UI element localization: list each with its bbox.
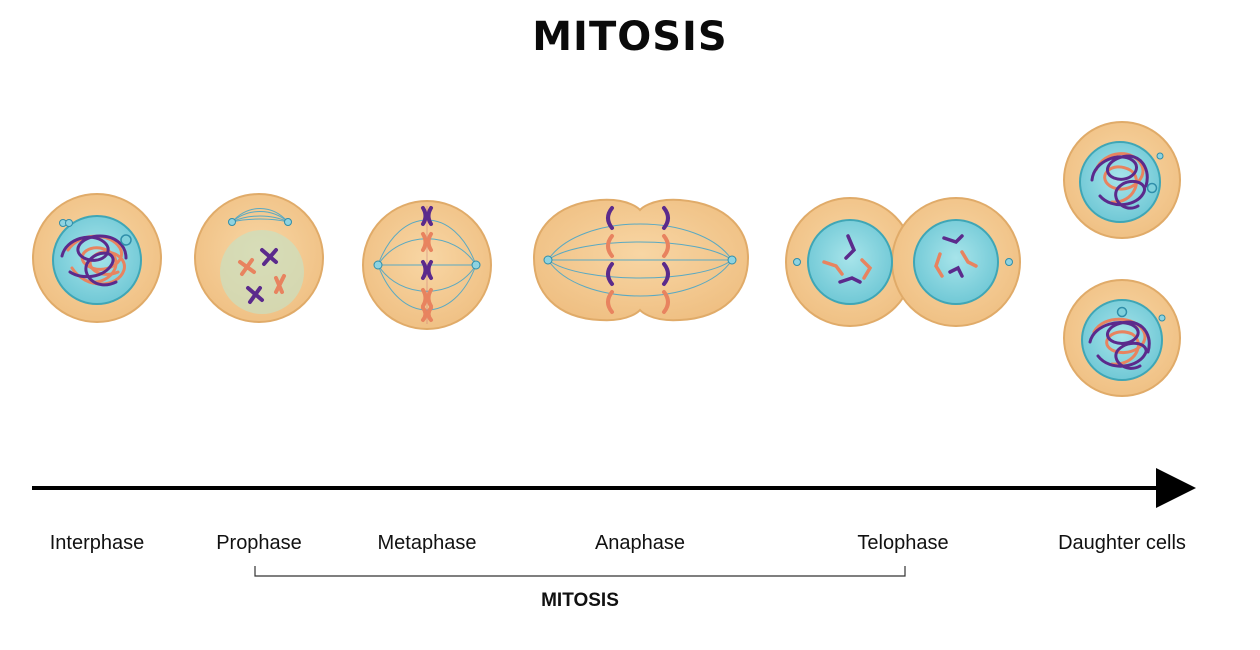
decondensing-chromosomes — [822, 234, 978, 284]
label-daughter-cells: Daughter cells — [1058, 532, 1186, 554]
spindle-fibers — [231, 208, 289, 223]
bracket-label: MITOSIS — [541, 590, 619, 611]
label-prophase: Prophase — [216, 532, 302, 554]
centrosome — [59, 219, 73, 227]
chromatin — [60, 234, 128, 287]
nucleus-left — [807, 219, 893, 305]
aligned-chromosomes — [421, 206, 433, 322]
label-anaphase: Anaphase — [594, 532, 686, 554]
metaphase-cell — [362, 200, 492, 330]
interphase-cell — [32, 193, 162, 323]
daughter-cell-bottom — [1063, 279, 1181, 397]
separating-chromatids — [606, 206, 670, 314]
label-telophase: Telophase — [857, 532, 949, 554]
label-interphase: Interphase — [49, 532, 145, 554]
label-metaphase: Metaphase — [377, 532, 477, 554]
anaphase-cell — [532, 198, 750, 322]
mitosis-bracket — [254, 566, 906, 577]
spindle-fibers — [547, 223, 733, 297]
page-title: MITOSIS — [532, 14, 728, 60]
daughter-cell-top — [1063, 121, 1181, 239]
telophase-cell — [785, 197, 1021, 327]
prophase-cell — [194, 193, 324, 323]
chromosomes — [238, 248, 286, 304]
nucleus-right — [913, 219, 999, 305]
